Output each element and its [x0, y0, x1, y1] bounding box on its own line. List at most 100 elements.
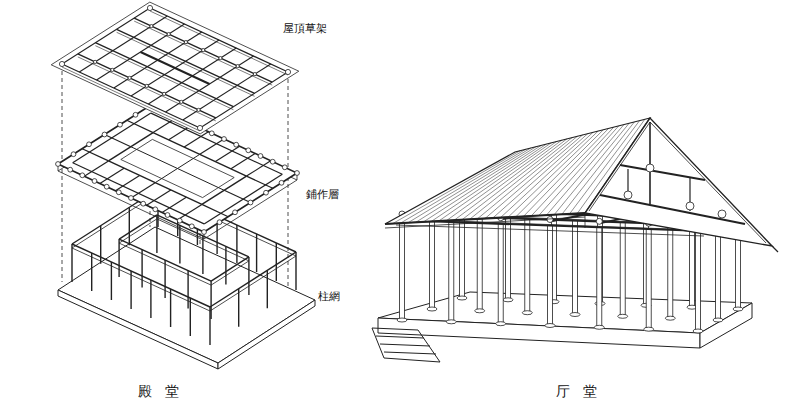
- bracket-set: [217, 220, 222, 225]
- bracket-set: [646, 164, 654, 172]
- bracket-set: [116, 190, 121, 195]
- gable-beam: [620, 165, 705, 180]
- drawing-line: [215, 146, 239, 161]
- column-base: [475, 309, 485, 313]
- platform-edge: [378, 318, 700, 348]
- step: [418, 330, 440, 362]
- column: [129, 207, 130, 245]
- bracket-set: [87, 142, 92, 147]
- drawing-line: [62, 67, 200, 131]
- column: [141, 250, 142, 288]
- column-base: [713, 318, 723, 322]
- hall-column: [668, 224, 673, 318]
- step: [384, 358, 440, 362]
- roof-tile: [416, 147, 536, 223]
- roof-post: [167, 33, 170, 36]
- king-post: [649, 122, 651, 204]
- bracket-set: [596, 218, 602, 224]
- column: [179, 225, 180, 263]
- drawing-line: [127, 120, 153, 132]
- eave: [585, 213, 586, 228]
- drawing-line: [134, 18, 272, 82]
- column: [202, 236, 203, 274]
- drawing-line: [115, 175, 139, 190]
- hall-column: [498, 224, 503, 324]
- bracket-set: [141, 201, 146, 206]
- drawing-line: [105, 135, 131, 147]
- drawing-line: [231, 154, 255, 169]
- drawing-line: [78, 54, 216, 118]
- drawing-line: [184, 132, 208, 147]
- roof-post: [163, 92, 166, 95]
- drawing-line: [200, 139, 224, 154]
- bracket-set: [222, 137, 227, 142]
- column: [111, 262, 112, 300]
- column: [170, 289, 171, 327]
- column-base: [446, 320, 456, 324]
- drawing-line: [119, 239, 211, 281]
- step: [372, 328, 384, 358]
- bracket-set: [104, 184, 109, 189]
- drawing-line: [247, 176, 273, 188]
- column: [130, 271, 131, 309]
- column: [256, 234, 257, 272]
- column-base: [693, 329, 703, 333]
- roof-post: [59, 61, 64, 66]
- column-base: [733, 307, 743, 311]
- roof-post: [219, 57, 222, 60]
- bracket-set: [56, 162, 61, 167]
- roof-post: [128, 76, 131, 79]
- drawing-line: [204, 174, 282, 224]
- drawing-line: [82, 149, 108, 161]
- bracket-layer: [58, 105, 297, 232]
- column: [267, 270, 268, 308]
- hall-column: [430, 215, 435, 309]
- column-base: [397, 318, 407, 322]
- column-base: [496, 322, 506, 326]
- column-base: [545, 324, 555, 328]
- platform-edge: [218, 300, 315, 369]
- column: [118, 239, 119, 277]
- roof-tile: [393, 151, 521, 224]
- bracket-set: [202, 230, 207, 235]
- column: [190, 298, 191, 336]
- roof-tile: [470, 138, 572, 220]
- column: [150, 280, 151, 318]
- column: [276, 243, 277, 281]
- bracket-set: [129, 196, 134, 201]
- bracket-set: [547, 217, 553, 223]
- column: [164, 260, 165, 298]
- column: [187, 271, 188, 309]
- bracket-set: [102, 132, 107, 137]
- column: [71, 244, 72, 282]
- drawing-line: [211, 257, 249, 281]
- bracket-set: [189, 224, 194, 229]
- eave: [772, 246, 778, 252]
- roof-tile: [439, 143, 552, 221]
- bracket-set: [71, 152, 76, 157]
- roof-post: [285, 69, 290, 74]
- column: [209, 307, 210, 345]
- drawing-line: [84, 161, 108, 176]
- bracket-set: [234, 142, 239, 147]
- bracket-set: [264, 190, 269, 195]
- column-base: [644, 327, 654, 331]
- hall-column: [449, 222, 454, 322]
- roof-tile: [431, 144, 546, 221]
- roof-post: [197, 125, 202, 130]
- roof-post: [145, 84, 148, 87]
- drawing-line: [73, 113, 151, 163]
- caption-label: 殿堂: [138, 384, 191, 401]
- caption-label: 厅堂: [556, 384, 609, 401]
- hall-column: [696, 231, 701, 331]
- hall-column: [716, 226, 721, 320]
- column-base: [570, 313, 580, 317]
- drawing-line: [178, 204, 202, 219]
- gable-beam: [600, 195, 745, 224]
- column: [248, 257, 249, 295]
- roof-tile: [516, 130, 604, 217]
- bracket-set: [270, 159, 275, 164]
- beam: [396, 225, 704, 236]
- column-base: [522, 311, 532, 315]
- bracket-set: [68, 167, 73, 172]
